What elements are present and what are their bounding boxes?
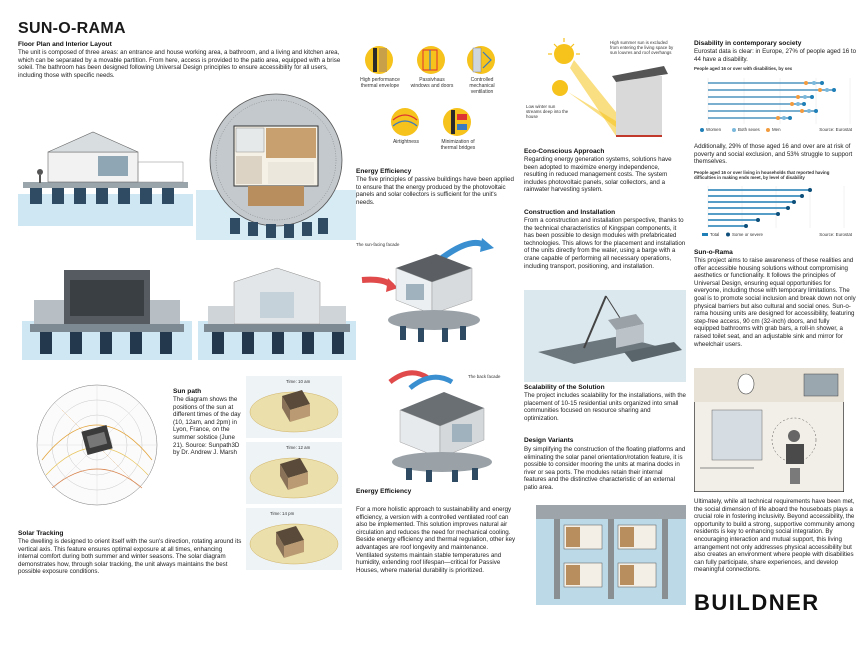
disability-body2: Additionally, 29% of those aged 16 and o… <box>694 143 853 166</box>
energy-efficiency-2-heading: Energy Efficiency <box>356 488 412 495</box>
design-variants-body: By simplifying the construction of the f… <box>524 446 686 491</box>
chart2-source: Source: Eurostat <box>819 232 852 237</box>
energy-efficiency-heading: Energy Efficiency <box>356 168 412 175</box>
sun-position-render-12am: Time: 12 am <box>246 442 342 504</box>
scalability-body: The project includes scalability for the… <box>524 392 686 422</box>
scalability-heading: Scalability of the Solution <box>524 384 605 391</box>
sun-facing-facade-render <box>356 228 516 346</box>
chart-disability-by-sex: People aged 16 or over with disabilities… <box>694 66 854 136</box>
sun-path-heading: Sun path <box>173 388 202 395</box>
construction-body: From a construction and installation per… <box>524 217 686 270</box>
sun-path-body: The diagram shows the positions of the s… <box>173 396 241 457</box>
low-sun-caption: Low winter sun streams deep into the hou… <box>526 104 569 119</box>
back-facade-render <box>360 362 520 482</box>
icon-label-thermal-bridges: Minimization of thermal bridges <box>440 139 476 151</box>
back-facade-label: The back facade <box>468 374 501 379</box>
chart2-legend-total: Total <box>710 232 720 237</box>
energy-efficiency-body: The five principles of passive buildings… <box>356 176 514 206</box>
page-title: SUN-O-RAMA <box>18 20 126 37</box>
sun-position-render-14pm: Time: 14 pm <box>246 508 342 570</box>
floor-plan-body2: The bathroom has been designed following… <box>18 64 328 79</box>
chart-difficulties-ends-meet: People aged 16 or over living in househo… <box>694 170 854 242</box>
time-label-12am: Time: 12 am <box>286 445 311 450</box>
sun-facing-facade-label: The sun-facing facade <box>356 242 400 247</box>
chart1-legend-both: Both sexes <box>738 127 760 132</box>
sunorama-heading: Sun-o-Rama <box>694 249 733 256</box>
design-variants-heading: Design Variants <box>524 437 574 444</box>
floor-plan-body: The unit is composed of three areas: an … <box>18 49 341 72</box>
chart2-legend-severe: Some or severe <box>732 232 763 237</box>
chart1-source: Source: Eurostat <box>819 127 852 132</box>
icon-label-ventilation: Controlled mechanical ventilation <box>469 77 495 95</box>
time-label-14pm: Time: 14 pm <box>270 511 295 516</box>
chart1-title: People aged 16 or over with disabilities… <box>694 66 793 71</box>
sunorama-body: This project aims to raise awareness of … <box>694 257 856 348</box>
barge-crane-render <box>524 290 686 382</box>
floor-plan-heading: Floor Plan and Interior Layout <box>18 41 112 48</box>
chart1-legend-men: Men <box>772 127 781 132</box>
closing-body: Ultimately, while all technical requirem… <box>694 498 855 574</box>
disability-body: Eurostat data is clear: in Europe, 27% o… <box>694 48 857 63</box>
eco-heading: Eco-Conscious Approach <box>524 148 605 155</box>
chart1-legend-women: Women <box>706 127 722 132</box>
elevation-side-view <box>18 116 193 226</box>
solar-tracking-body: The dwelling is designed to orient itsel… <box>18 538 242 576</box>
front-elevation-render <box>22 262 192 360</box>
energy-efficiency-2-body: For a more holistic approach to sustaina… <box>356 506 516 574</box>
sun-angle-diagram: High summer sun is excluded from enterin… <box>524 36 684 144</box>
back-elevation-render <box>198 262 356 360</box>
construction-heading: Construction and Installation <box>524 209 616 216</box>
sun-path-diagram <box>32 380 162 510</box>
round-floor-plan <box>196 90 356 240</box>
icon-label-airtightness: Airtightness <box>392 139 420 145</box>
chart2-title: People aged 16 or over living in househo… <box>694 170 830 180</box>
marina-dock-plan <box>536 505 686 605</box>
icon-label-envelope: High performance thermal envelope <box>360 77 400 89</box>
icon-label-windows: Passivhaus windows and doors <box>410 77 454 89</box>
eco-body: Regarding energy generation systems, sol… <box>524 156 672 194</box>
sun-position-render-10am: Time: 10 am <box>246 376 342 438</box>
solar-tracking-heading: Solar Tracking <box>18 530 64 537</box>
buildner-logo: BUILDNER <box>694 590 820 615</box>
time-label-10am: Time: 10 am <box>286 379 311 384</box>
disability-heading: Disability in contemporary society <box>694 40 802 47</box>
floor-plan-text: The unit is composed of three areas: an … <box>18 49 353 79</box>
high-sun-caption: High summer sun is excluded from enterin… <box>610 40 674 55</box>
passive-principles-icons: High performance thermal envelope Passiv… <box>357 44 507 166</box>
accessible-bathroom-plan <box>693 367 845 493</box>
